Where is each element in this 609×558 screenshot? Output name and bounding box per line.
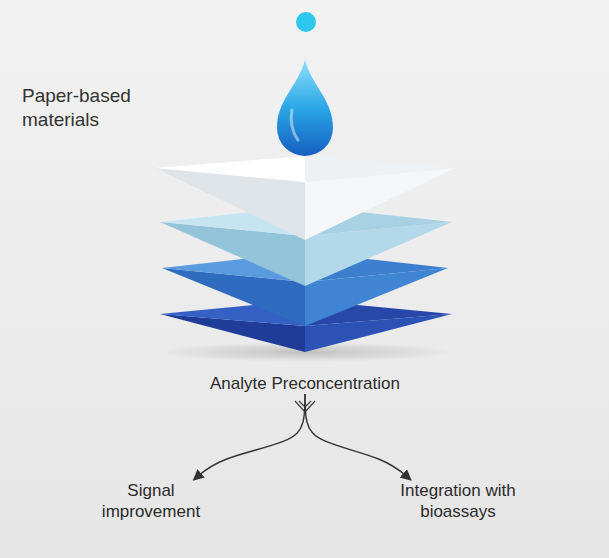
text-node: Signal improvement <box>95 480 207 522</box>
small-droplet <box>296 12 316 32</box>
caption-label: Paper-based materials <box>22 84 144 132</box>
water-drop <box>277 60 333 156</box>
flow-arrow <box>305 394 411 480</box>
node-text: Signal improvement <box>95 480 207 522</box>
paper-layer <box>305 156 455 182</box>
node-text: Analyte Preconcentration <box>200 373 410 394</box>
text-node: Integration with bioassays <box>396 480 520 522</box>
drop-highlight <box>291 110 298 140</box>
node-text: Integration with bioassays <box>396 480 520 522</box>
flow-arrow <box>194 394 305 480</box>
text-node: Analyte Preconcentration <box>200 373 410 394</box>
paper-layer <box>155 156 305 182</box>
